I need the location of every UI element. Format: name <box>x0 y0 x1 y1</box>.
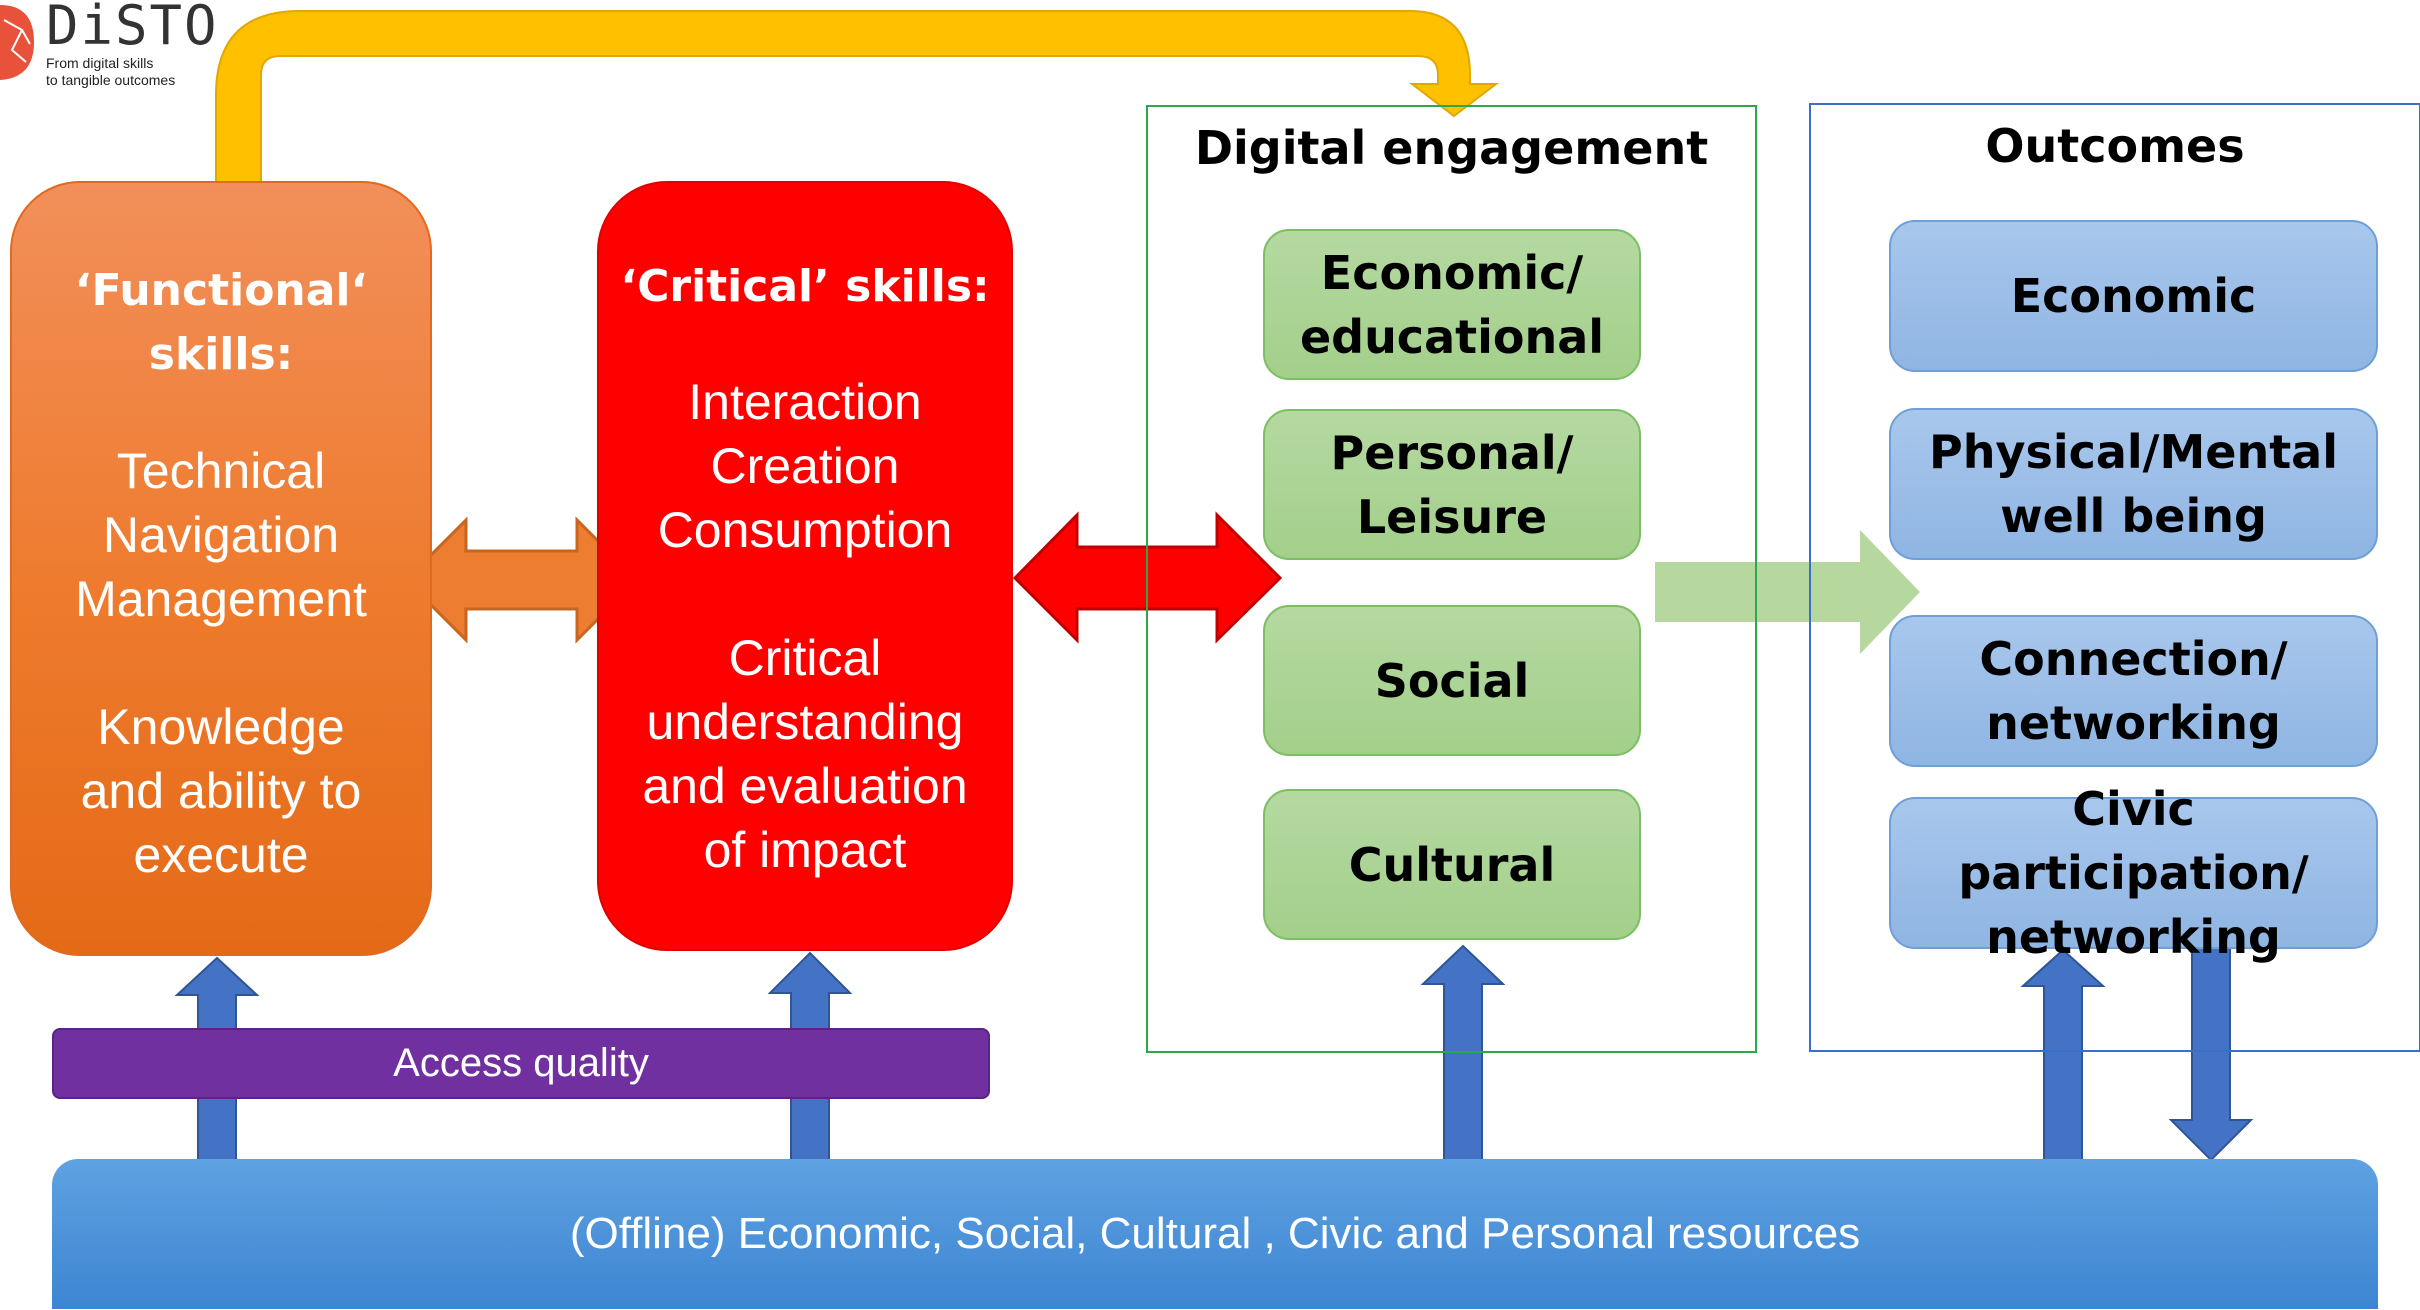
access-quality-label: Access quality <box>393 1041 649 1085</box>
engagement-personal-leisure: Personal/ Leisure <box>1263 409 1641 560</box>
engagement-to-outcomes-arrow <box>1655 530 1920 654</box>
outcomes-to-resources-arrow <box>2168 945 2254 1162</box>
engagement-social: Social <box>1263 605 1641 756</box>
engagement-cultural: Cultural <box>1263 789 1641 940</box>
outcome-connection-networking: Connection/ networking <box>1889 615 2378 767</box>
critical-skills-description: Critical understanding and evaluation of… <box>642 630 968 878</box>
outcome-civic-participation-networking: Civic participation/ networking <box>1889 782 2378 964</box>
feedback-arrow <box>215 10 1499 186</box>
critical-skills-heading: ‘Critical’ skills: <box>620 261 990 312</box>
outcomes-title: Outcomes <box>1985 119 2245 173</box>
access-quality-bar: Access quality <box>52 1028 990 1099</box>
digital-engagement-title: Digital engagement <box>1194 121 1709 175</box>
resources-to-engagement-arrow <box>1420 944 1506 1161</box>
functional-skills-box: ‘Functional‘ skills: Technical Navigatio… <box>10 181 432 956</box>
functional-skills-items: Technical Navigation Management <box>75 443 367 627</box>
outcome-physical-mental-well-being: Physical/Mental well being <box>1889 408 2378 560</box>
offline-resources-bar: (Offline) Economic, Social, Cultural , C… <box>52 1159 2378 1309</box>
logo-name: DiSTO <box>46 0 219 57</box>
offline-resources-label: (Offline) Economic, Social, Cultural , C… <box>569 1209 1861 1258</box>
critical-skills-items: Interaction Creation Consumption <box>657 374 953 558</box>
logo-tagline: From digital skills to tangible outcomes <box>46 55 176 88</box>
resources-to-outcomes-arrow <box>2020 948 2106 1161</box>
functional-skills-heading: ‘Functional‘ skills: <box>74 265 368 380</box>
digital-engagement-frame <box>1146 105 1757 1053</box>
functional-skills-description: Knowledge and ability to execute <box>80 699 362 883</box>
outcome-economic: Economic <box>1889 220 2378 372</box>
critical-skills-box: ‘Critical’ skills: Interaction Creation … <box>597 181 1013 951</box>
engagement-economic-educational: Economic/ educational <box>1263 229 1641 380</box>
logo-mark-icon <box>0 5 34 80</box>
disto-logo: DiSTO From digital skills to tangible ou… <box>0 0 217 95</box>
